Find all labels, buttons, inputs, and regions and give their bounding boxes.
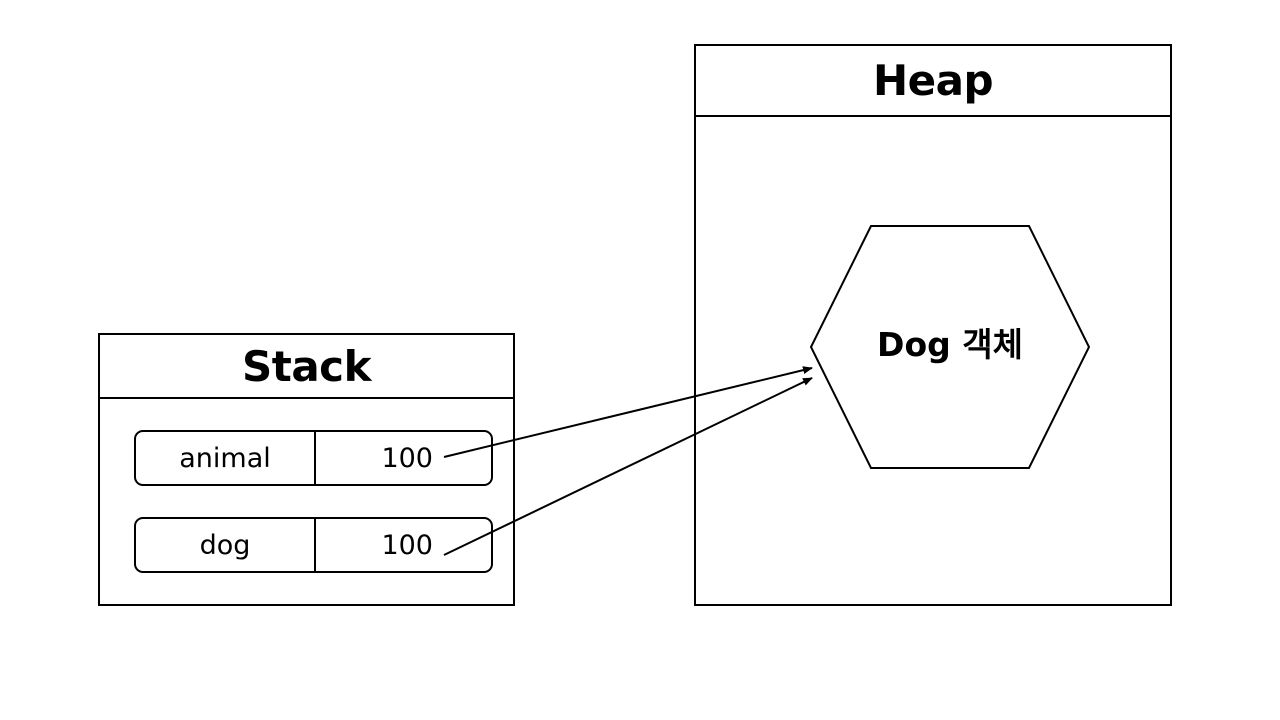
stack-variable-animal: animal 100: [134, 430, 493, 486]
variable-value: 100: [381, 442, 433, 474]
variable-value: 100: [381, 529, 433, 561]
heap-object-label: Dog 객체: [877, 325, 1023, 364]
variable-name: dog: [136, 519, 316, 571]
heap-title: Heap: [696, 46, 1170, 117]
stack-variable-dog: dog 100: [134, 517, 493, 573]
variable-name: animal: [136, 432, 316, 484]
stack-title: Stack: [100, 335, 513, 399]
stack-box: Stack animal 100 dog 100: [98, 333, 515, 606]
